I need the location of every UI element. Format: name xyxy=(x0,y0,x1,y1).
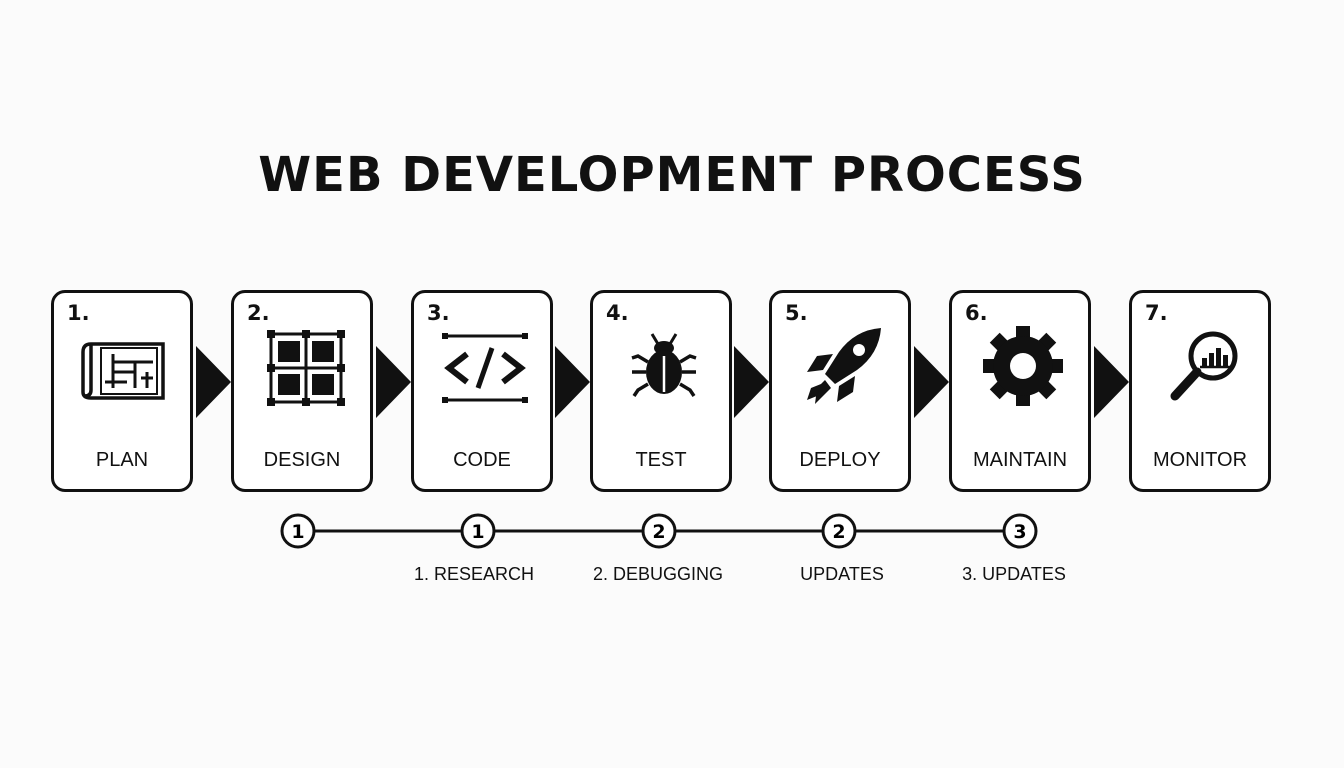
magnifier-chart-icon xyxy=(1155,326,1251,406)
step-label: DESIGN xyxy=(263,449,341,471)
code-brackets-icon xyxy=(437,326,533,406)
step-label: DEPLOY xyxy=(799,449,881,471)
svg-text:1: 1 xyxy=(291,521,304,543)
step-number: 1. xyxy=(67,301,90,325)
timeline-marker: 1 xyxy=(460,513,496,549)
step-design: 2. DESIGN xyxy=(231,290,373,492)
step-label: CODE xyxy=(453,449,511,471)
timeline-caption: UPDATES xyxy=(800,564,884,584)
blueprint-icon xyxy=(77,326,173,406)
flow-arrow xyxy=(914,346,949,418)
step-deploy: 5. DEPLOY xyxy=(769,290,911,492)
step-number: 3. xyxy=(427,301,450,325)
step-code: 3. CODE xyxy=(411,290,553,492)
step-label: PLAN xyxy=(95,449,149,471)
step-number: 2. xyxy=(247,301,270,325)
flow-arrow xyxy=(1094,346,1129,418)
step-label: MAINTAIN xyxy=(972,449,1068,471)
step-label: MONITOR xyxy=(1152,449,1248,471)
timeline-caption: 1. RESEARCH xyxy=(413,564,535,584)
svg-text:2: 2 xyxy=(652,521,665,543)
bug-icon xyxy=(616,326,712,406)
timeline-marker: 3 xyxy=(1002,513,1038,549)
step-monitor: 7. MONITOR xyxy=(1129,290,1271,492)
timeline-marker: 1 xyxy=(280,513,316,549)
timeline-caption: 2. DEBUGGING xyxy=(592,564,724,584)
step-plan: 1. PLAN xyxy=(51,290,193,492)
grid-layout-icon xyxy=(257,326,353,406)
step-number: 6. xyxy=(965,301,988,325)
timeline-caption: 3. UPDATES xyxy=(962,564,1066,584)
sub-timeline: 1 1 2 2 3 xyxy=(280,513,1038,549)
diagram-title: WEB DEVELOPMENT PROCESS xyxy=(258,147,1086,203)
step-number: 7. xyxy=(1145,301,1168,325)
step-number: 5. xyxy=(785,301,808,325)
flow-arrow xyxy=(555,346,590,418)
step-test: 4. TEST xyxy=(590,290,732,492)
step-label: TEST xyxy=(635,449,687,471)
gear-icon xyxy=(975,326,1071,406)
timeline-marker: 2 xyxy=(821,513,857,549)
step-maintain: 6. MAINTAIN xyxy=(949,290,1091,492)
svg-text:2: 2 xyxy=(832,521,845,543)
flow-arrow xyxy=(196,346,231,418)
flow-arrow xyxy=(376,346,411,418)
svg-text:1: 1 xyxy=(471,521,484,543)
step-number: 4. xyxy=(606,301,629,325)
rocket-icon xyxy=(795,326,891,406)
flow-arrow xyxy=(734,346,769,418)
timeline-marker: 2 xyxy=(641,513,677,549)
svg-text:3: 3 xyxy=(1013,521,1026,543)
